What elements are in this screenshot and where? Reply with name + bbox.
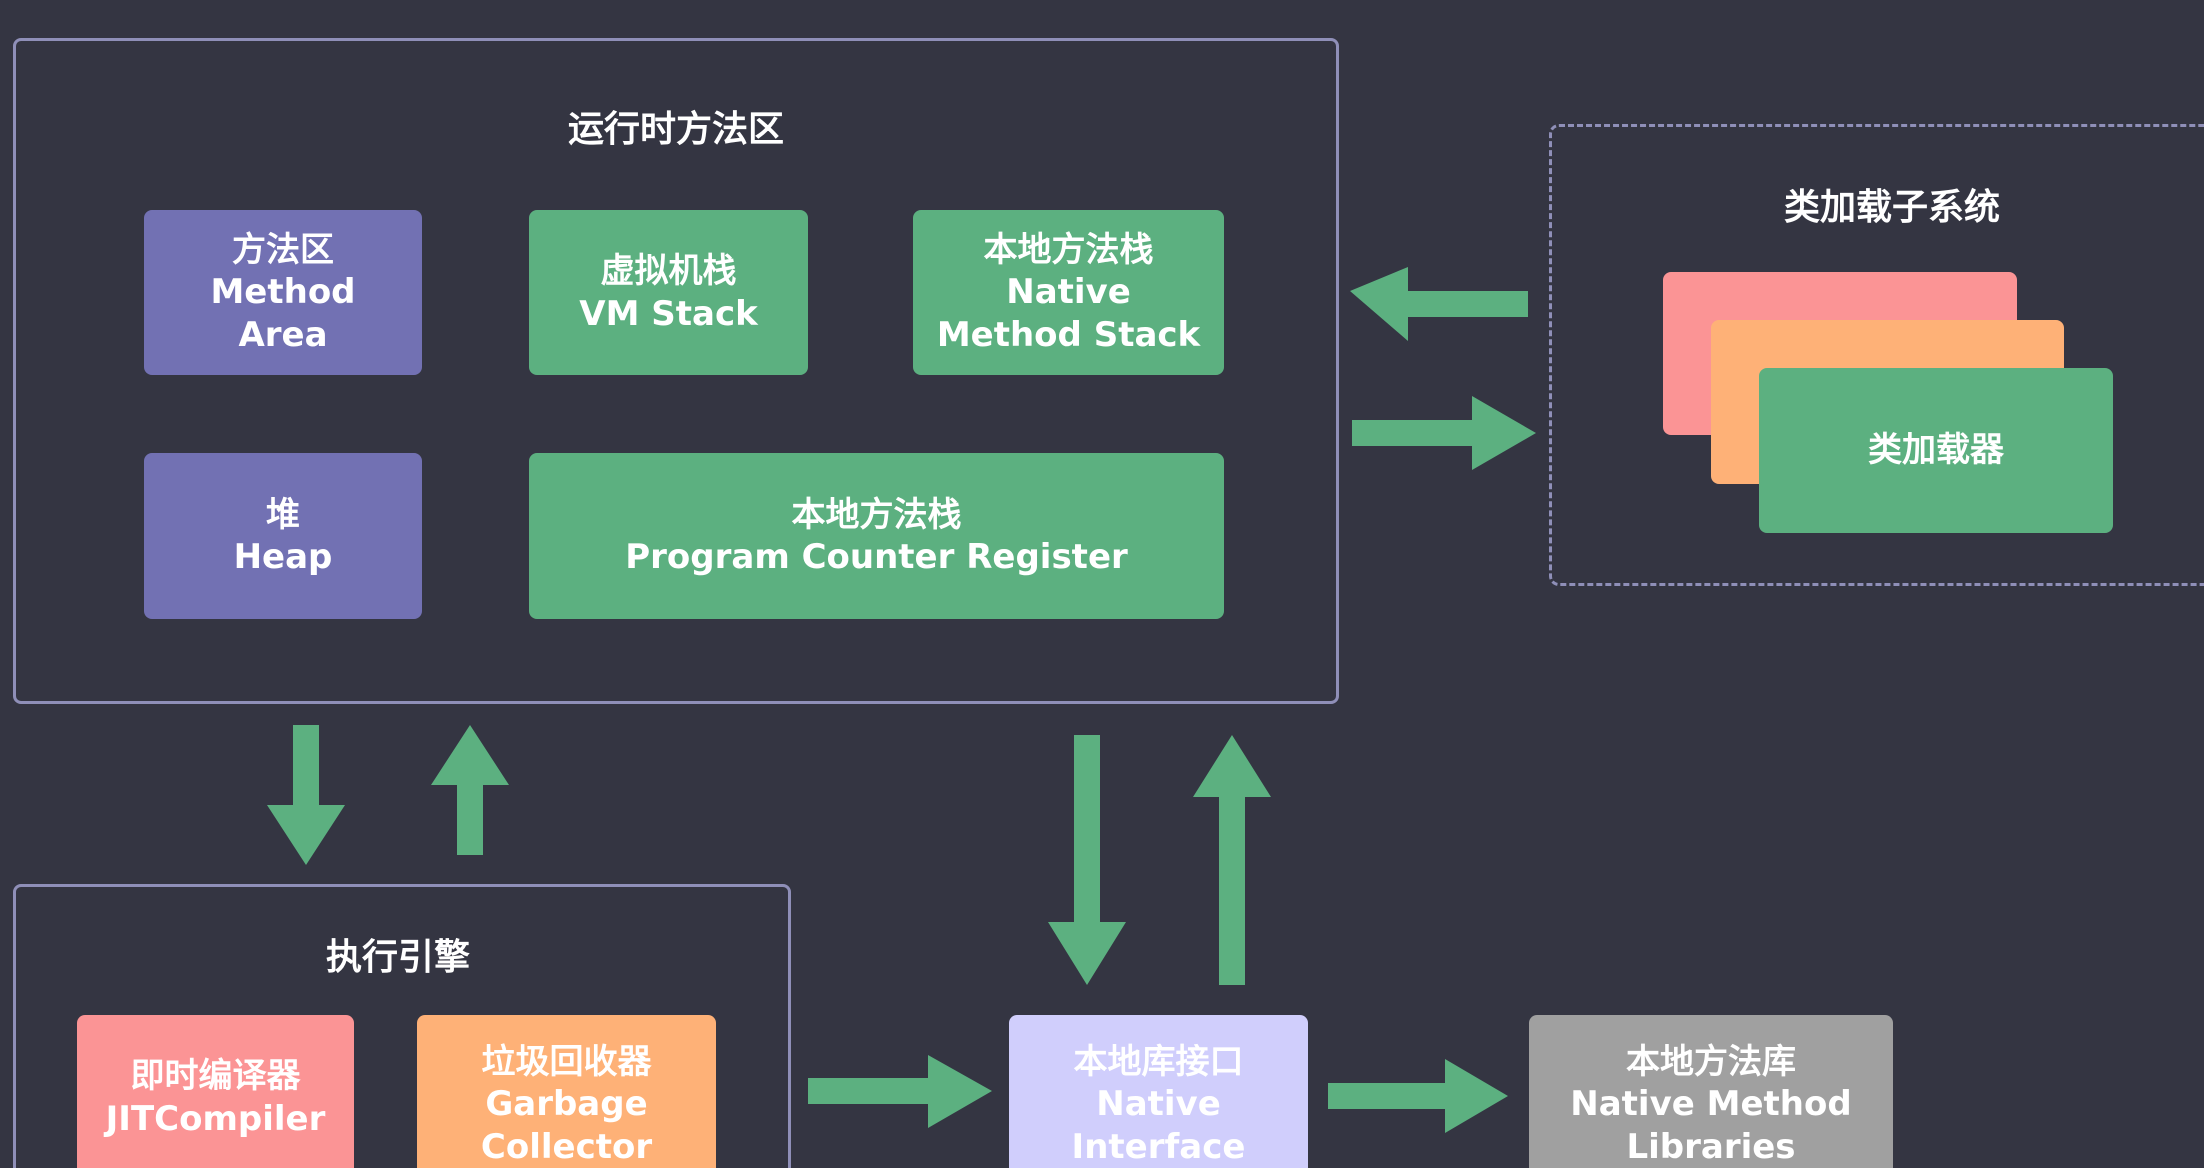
class-loader-label: 类加载器 xyxy=(1868,430,2004,471)
native-interface-label-en-1: Native xyxy=(1096,1084,1221,1125)
method-area-label-en-1: Method xyxy=(210,272,356,313)
heap-label-en: Heap xyxy=(233,537,333,577)
runtime-area-title: 运行时方法区 xyxy=(567,109,784,150)
native-method-stack-label-en-2: Method Stack xyxy=(936,314,1201,355)
arrow-classloader-to-runtime xyxy=(1350,267,1528,341)
program-counter-label-en: Program Counter Register xyxy=(625,537,1128,577)
garbage-collector-label-en-2: Collector xyxy=(480,1126,653,1167)
arrow-native-interface-to-libraries xyxy=(1328,1059,1508,1133)
arrow-engine-to-native-interface xyxy=(808,1055,992,1128)
arrow-native-interface-to-runtime xyxy=(1193,735,1271,985)
arrow-engine-to-runtime xyxy=(431,725,509,855)
heap-label-cn: 堆 xyxy=(266,494,300,535)
garbage-collector-label-en-1: Garbage xyxy=(485,1084,648,1125)
method-area-label-en-2: Area xyxy=(238,314,328,355)
native-method-stack-label-en-1: Native xyxy=(1006,272,1131,313)
native-libraries-label-en-1: Native Method xyxy=(1570,1084,1852,1125)
class-loader-box: 类加载器 xyxy=(1759,368,2113,533)
heap-box: 堆 Heap xyxy=(144,453,422,619)
execution-engine-title: 执行引擎 xyxy=(325,937,470,978)
garbage-collector-box: 垃圾回收器 Garbage Collector xyxy=(417,1015,716,1168)
execution-engine-panel xyxy=(13,884,791,1168)
native-libraries-label-en-2: Libraries xyxy=(1626,1126,1796,1167)
native-method-stack-box: 本地方法栈 Native Method Stack xyxy=(913,210,1224,375)
program-counter-label-cn: 本地方法栈 xyxy=(791,494,962,535)
native-method-stack-label-cn: 本地方法栈 xyxy=(983,230,1154,271)
class-loader-subsystem-title: 类加载子系统 xyxy=(1783,187,2000,228)
arrow-runtime-to-classloader xyxy=(1352,396,1536,470)
native-interface-box: 本地库接口 Native Interface xyxy=(1009,1015,1308,1168)
native-interface-label-cn: 本地库接口 xyxy=(1073,1042,1244,1083)
method-area-box: 方法区 Method Area xyxy=(144,210,422,375)
program-counter-box: 本地方法栈 Program Counter Register xyxy=(529,453,1224,619)
runtime-area-panel xyxy=(13,38,1339,704)
jit-compiler-box: 即时编译器 JITCompiler xyxy=(77,1015,354,1168)
class-loader-subsystem-panel xyxy=(1549,124,2204,586)
method-area-label-cn: 方法区 xyxy=(232,230,334,271)
arrow-runtime-to-engine xyxy=(267,725,345,865)
jit-compiler-label-en: JITCompiler xyxy=(105,1098,326,1139)
arrow-runtime-to-native-interface xyxy=(1048,735,1126,985)
native-libraries-label-cn: 本地方法库 xyxy=(1626,1042,1796,1083)
vm-stack-label-cn: 虚拟机栈 xyxy=(600,251,737,292)
native-libraries-box: 本地方法库 Native Method Libraries xyxy=(1529,1015,1893,1168)
garbage-collector-label-cn: 垃圾回收器 xyxy=(481,1042,652,1083)
vm-stack-label-en: VM Stack xyxy=(579,293,758,334)
jit-compiler-label-cn: 即时编译器 xyxy=(130,1056,301,1097)
vm-stack-box: 虚拟机栈 VM Stack xyxy=(529,210,808,375)
native-interface-label-en-2: Interface xyxy=(1071,1126,1246,1167)
